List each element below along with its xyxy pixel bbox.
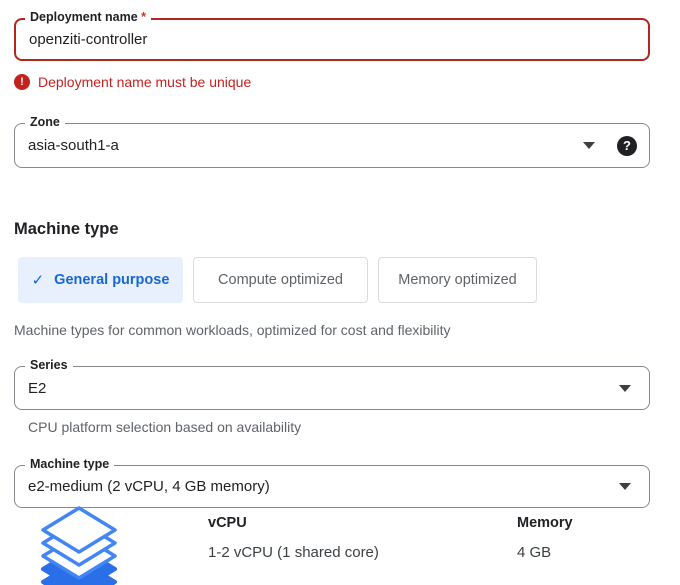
zone-help-icon[interactable]: ? bbox=[617, 135, 637, 156]
tab-compute-optimized[interactable]: Compute optimized bbox=[193, 257, 368, 303]
tab-memory-optimized[interactable]: Memory optimized bbox=[378, 257, 537, 303]
tab-label: Compute optimized bbox=[218, 272, 343, 288]
machine-type-description: Machine types for common workloads, opti… bbox=[14, 322, 451, 338]
deployment-name-field[interactable]: Deployment name * bbox=[14, 10, 650, 61]
machine-family-layers-icon bbox=[38, 504, 120, 585]
spec-header: Memory bbox=[517, 515, 573, 531]
required-asterisk: * bbox=[141, 10, 147, 24]
tab-label: General purpose bbox=[54, 272, 170, 288]
zone-value: asia-south1-a bbox=[28, 137, 119, 154]
zone-select[interactable]: Zone asia-south1-a ? bbox=[14, 115, 650, 168]
error-message: Deployment name must be unique bbox=[38, 74, 252, 90]
series-label: Series bbox=[25, 358, 73, 373]
deployment-name-input[interactable] bbox=[16, 31, 648, 48]
deployment-name-label: Deployment name * bbox=[25, 10, 152, 25]
tab-label: Memory optimized bbox=[398, 272, 517, 288]
spec-header: vCPU bbox=[208, 515, 247, 531]
error-exclamation-icon: ! bbox=[14, 74, 30, 90]
dropdown-arrow-icon[interactable] bbox=[583, 142, 595, 149]
machine-type-value: e2-medium (2 vCPU, 4 GB memory) bbox=[28, 478, 270, 495]
deployment-name-error: ! Deployment name must be unique bbox=[14, 74, 251, 90]
machine-type-select[interactable]: Machine type e2-medium (2 vCPU, 4 GB mem… bbox=[14, 457, 650, 508]
zone-label: Zone bbox=[25, 115, 65, 130]
machine-type-heading: Machine type bbox=[14, 220, 119, 238]
tab-general-purpose[interactable]: ✓ General purpose bbox=[18, 257, 183, 303]
spec-column-memory: Memory 4 GB bbox=[517, 515, 573, 561]
checkmark-icon: ✓ bbox=[31, 272, 45, 289]
series-value: E2 bbox=[28, 379, 47, 397]
spec-column-vcpu: vCPU 1-2 vCPU (1 shared core) bbox=[208, 515, 379, 561]
spec-value: 1-2 vCPU (1 shared core) bbox=[208, 544, 379, 561]
spec-value: 4 GB bbox=[517, 544, 552, 561]
machine-type-label: Machine type bbox=[25, 457, 115, 472]
dropdown-arrow-icon[interactable] bbox=[619, 384, 631, 392]
series-helper-text: CPU platform selection based on availabi… bbox=[28, 419, 302, 435]
dropdown-arrow-icon[interactable] bbox=[619, 483, 631, 490]
series-select[interactable]: Series E2 bbox=[14, 358, 650, 410]
